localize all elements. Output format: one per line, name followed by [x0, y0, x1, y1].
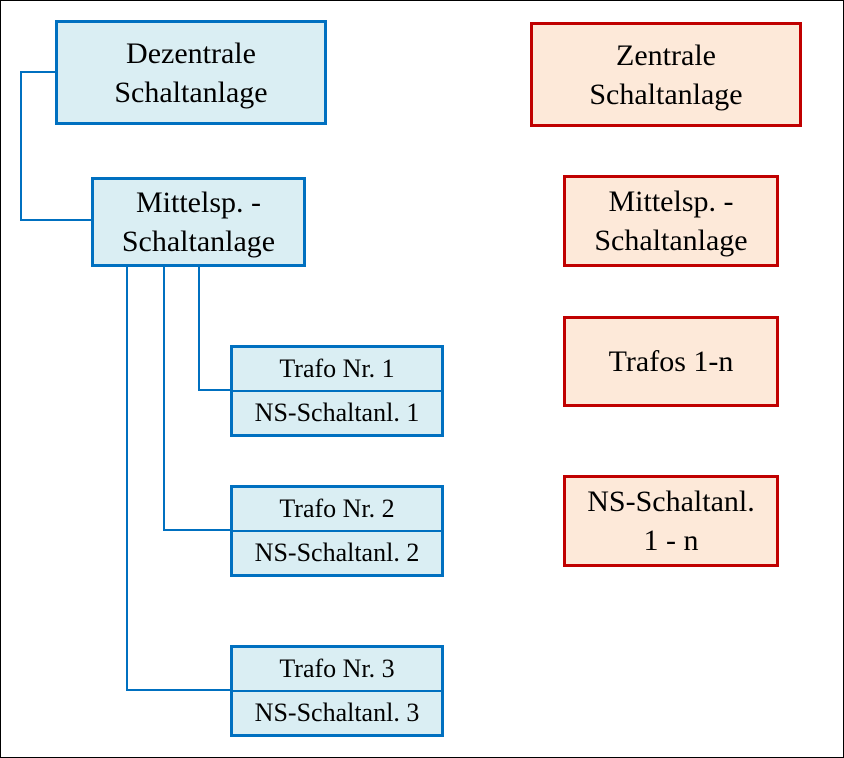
- connector: [126, 265, 128, 691]
- lv-switchgear-label: NS-Schaltanl. 2: [233, 530, 441, 574]
- box-label: Mittelsp. -: [608, 185, 734, 218]
- connector: [20, 219, 93, 221]
- box-label: Zentrale: [616, 38, 716, 72]
- connector: [20, 71, 57, 73]
- connector: [163, 529, 232, 531]
- central-medium-voltage-box: Mittelsp. - Schaltanlage: [563, 175, 779, 267]
- box-label: Schaltanlage: [121, 225, 276, 258]
- transformer-unit-3: Trafo Nr. 3 NS-Schaltanl. 3: [230, 645, 444, 737]
- box-label: Dezentrale: [126, 36, 256, 70]
- box-label: NS-Schaltanl.: [587, 485, 755, 518]
- lv-switchgear-label: NS-Schaltanl. 3: [233, 690, 441, 734]
- transformer-label: Trafo Nr. 1: [279, 354, 395, 384]
- box-label: Schaltanlage: [589, 77, 743, 111]
- decentral-switchgear-box: Dezentrale Schaltanlage: [55, 20, 327, 125]
- box-label: Trafos 1-n: [608, 345, 734, 378]
- medium-voltage-switchgear-box: Mittelsp. - Schaltanlage: [91, 177, 306, 267]
- connector: [198, 265, 200, 391]
- transformer-unit-1: Trafo Nr. 1 NS-Schaltanl. 1: [230, 345, 444, 437]
- connector: [163, 265, 165, 531]
- connector: [20, 71, 22, 221]
- connector: [198, 389, 232, 391]
- connector: [126, 689, 232, 691]
- central-transformers-box: Trafos 1-n: [563, 316, 779, 407]
- box-label: Mittelsp. -: [136, 186, 261, 219]
- transformer-label: Trafo Nr. 2: [279, 494, 395, 524]
- transformer-unit-2: Trafo Nr. 2 NS-Schaltanl. 2: [230, 485, 444, 577]
- lv-switchgear-label: NS-Schaltanl. 1: [233, 390, 441, 434]
- transformer-label: Trafo Nr. 3: [279, 654, 395, 684]
- central-switchgear-box: Zentrale Schaltanlage: [530, 22, 802, 127]
- box-label: 1 - n: [643, 524, 699, 557]
- box-label: Schaltanlage: [594, 224, 748, 257]
- central-lv-switchgear-box: NS-Schaltanl. 1 - n: [563, 475, 779, 567]
- box-label: Schaltanlage: [114, 75, 268, 109]
